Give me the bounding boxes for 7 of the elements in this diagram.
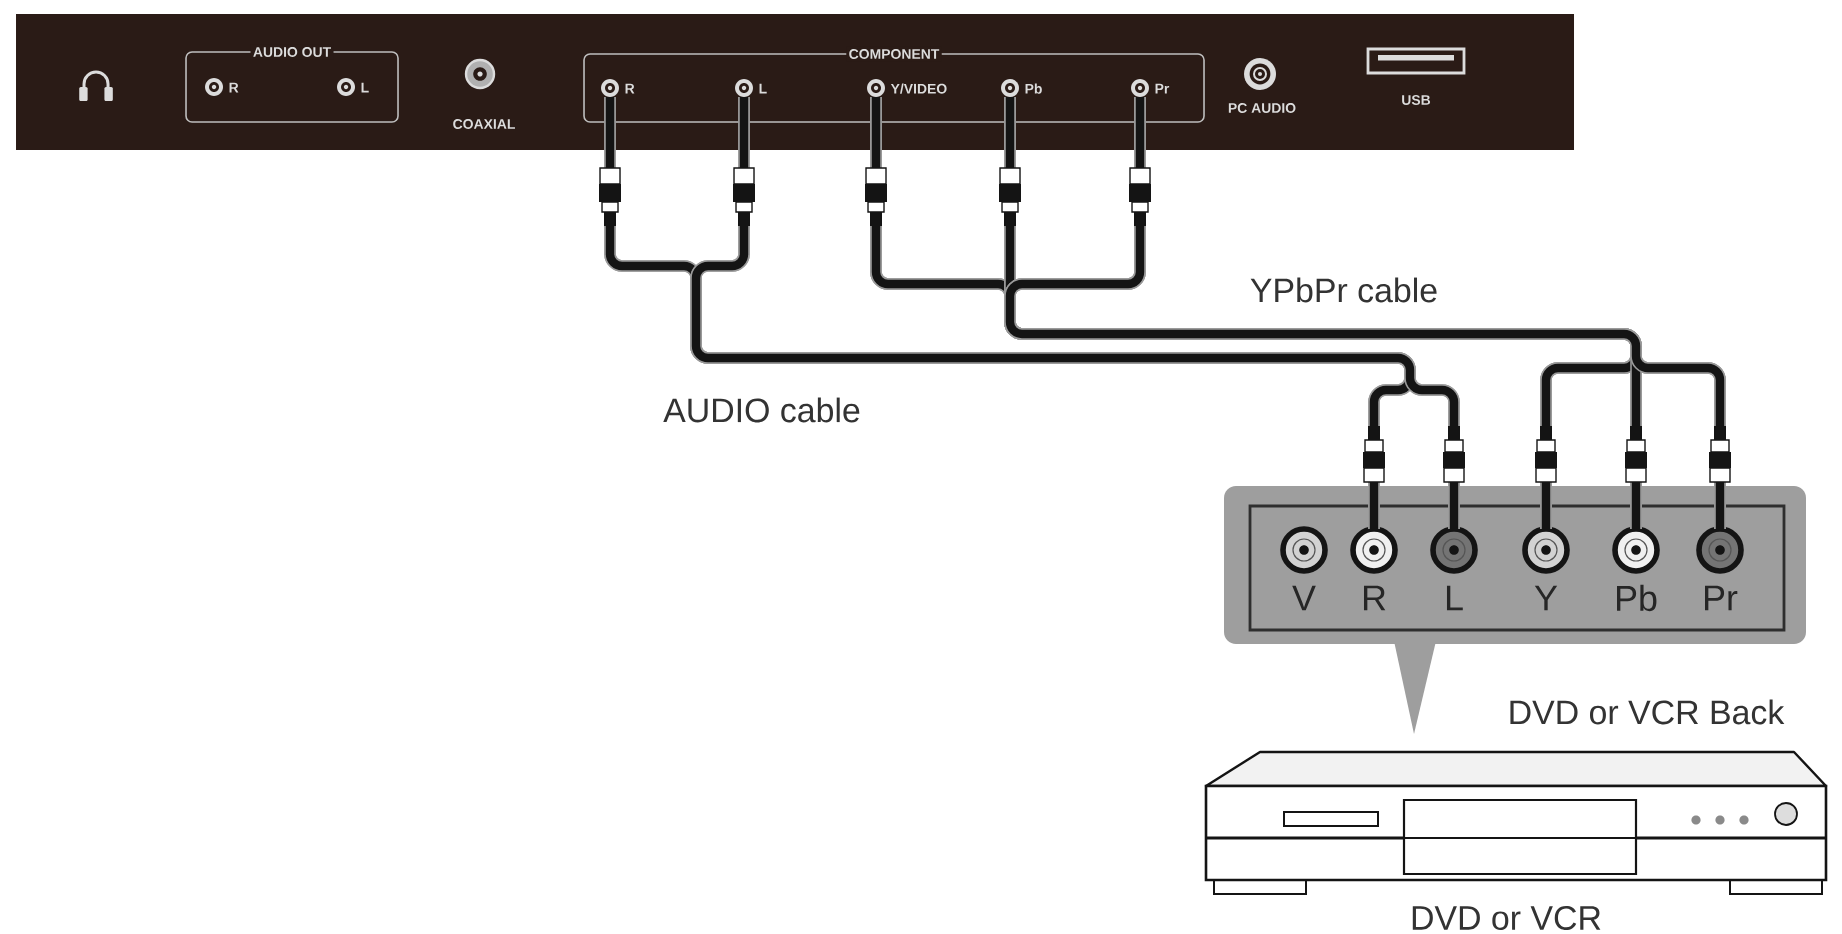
cable-label: YPbPr cable <box>1250 277 1437 303</box>
callout-caption: DVD or VCR Back <box>1510 699 1785 725</box>
tv-back-panel <box>16 14 1574 150</box>
cable <box>599 97 1465 529</box>
device-caption: DVD or VCR <box>1412 906 1601 930</box>
cable <box>865 97 1731 529</box>
cable-label: AUDIO cable <box>663 397 860 423</box>
